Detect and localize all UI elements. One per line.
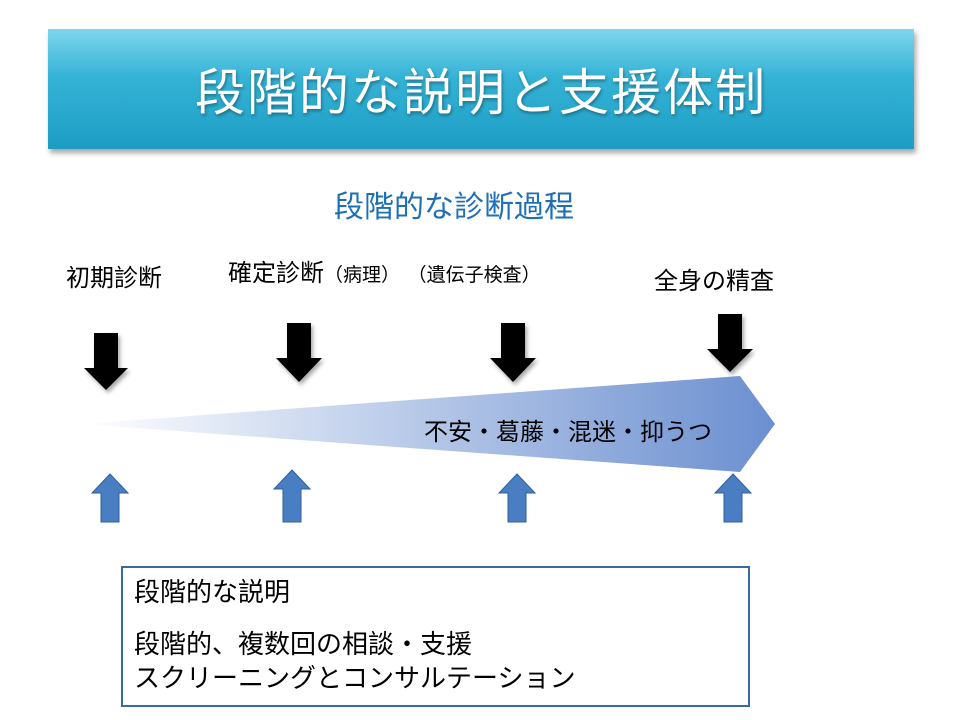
stage-definitive-label: 確定診断 xyxy=(228,259,324,287)
stage-full-body-exam: 全身の精査 xyxy=(654,261,774,296)
stage-definitive-diagnosis: 確定診断（病理） （遺伝子検査） xyxy=(228,253,541,288)
slide-title: 段階的な説明と支援体制 xyxy=(195,64,767,122)
diagnosis-process-heading: 段階的な診断過程 xyxy=(334,190,574,225)
stage-genetic-test-label: （遺伝子検査） xyxy=(407,264,541,286)
arrow-down-icon xyxy=(707,314,753,372)
stage-pathology-label: （病理） xyxy=(324,264,401,286)
support-item-consultation: 段階的、複数回の相談・支援 xyxy=(134,630,473,660)
arrow-down-icon xyxy=(84,333,128,390)
stage-initial-label: 初期診断 xyxy=(66,264,162,292)
arrow-up-icon xyxy=(272,469,312,523)
support-item-explanation: 段階的な説明 xyxy=(134,578,291,608)
support-system-box: 段階的な説明 段階的、複数回の相談・支援 スクリーニングとコンサルテーション xyxy=(121,566,750,707)
stage-full-body-label: 全身の精査 xyxy=(654,267,774,295)
arrow-up-icon xyxy=(713,473,753,523)
title-banner: 段階的な説明と支援体制 xyxy=(48,29,914,149)
arrow-up-icon xyxy=(90,473,130,523)
support-item-screening: スクリーニングとコンサルテーション xyxy=(134,664,576,694)
arrow-down-icon xyxy=(276,323,322,382)
arrow-down-icon xyxy=(490,323,536,382)
emotional-burden-label: 不安・葛藤・混迷・抑うつ xyxy=(424,418,712,446)
emotional-burden-wedge xyxy=(80,376,775,472)
stage-initial-diagnosis: 初期診断 xyxy=(66,258,162,293)
arrow-up-icon xyxy=(497,473,537,523)
